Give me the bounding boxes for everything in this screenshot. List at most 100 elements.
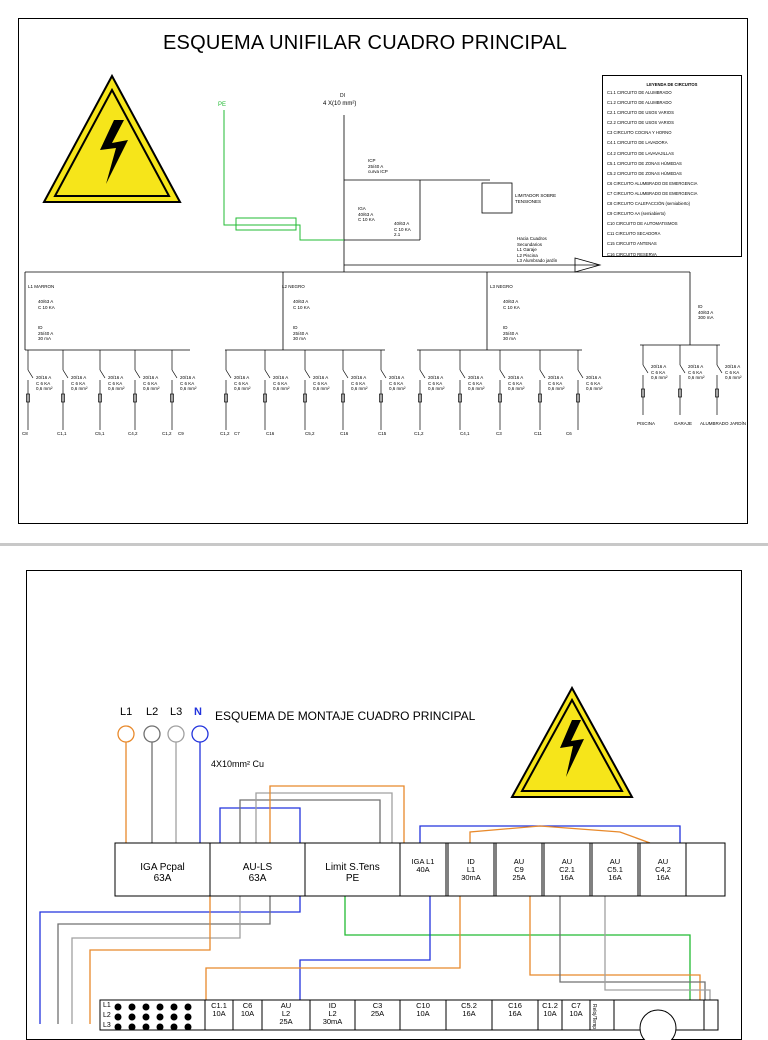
page-separator xyxy=(0,543,768,546)
circuit-label: C4,2 xyxy=(128,431,138,436)
load-symbol xyxy=(379,393,383,403)
load-symbol xyxy=(133,393,137,403)
breaker-contact xyxy=(134,369,141,379)
cable-section: 4 X(10 mm²) xyxy=(323,101,357,107)
breaker-contact xyxy=(499,369,506,379)
load-symbol xyxy=(263,393,267,403)
busbar-screw xyxy=(156,1003,164,1011)
circuit-label: C11 xyxy=(534,431,542,436)
circuit-legend: LEYENDA DE CIRCUITOS C1.1 CIRCUITO DE AL… xyxy=(602,75,742,257)
legend-item: C2.1 CIRCUITO DE USOS VARIOS xyxy=(607,110,674,116)
assembly-title: ESQUEMA DE MONTAJE CUADRO PRINCIPAL xyxy=(215,709,476,723)
load-symbol xyxy=(303,393,307,403)
legend-item: C1.1 CIRCUITO DE ALUMBRADO xyxy=(607,90,672,95)
legend-item: C8 CIRCUITO CALEFACCIÓN (semiabierto) xyxy=(607,201,690,207)
busbar-screw xyxy=(128,1013,136,1021)
breaker-contact xyxy=(264,369,271,379)
phase-label-l3: L3 xyxy=(170,706,183,718)
legend-item: C10 CIRCUITO DE AUTOMATISMOS xyxy=(607,221,678,227)
high-voltage-warning-icon xyxy=(42,73,182,203)
busbar-screw xyxy=(156,1023,164,1031)
circuit-label: C5,1 xyxy=(95,431,105,436)
breaker-contact xyxy=(304,369,311,379)
din-module xyxy=(399,842,447,897)
circuit-label: C1,2 xyxy=(220,431,230,436)
busbar-screw xyxy=(114,1023,122,1031)
legend-title: LEYENDA DE CIRCUITOS xyxy=(646,82,698,87)
socket-icon xyxy=(639,1009,677,1040)
din-module xyxy=(543,842,591,897)
busbar-screw xyxy=(114,1013,122,1021)
busbar-label: L1 xyxy=(103,1002,111,1009)
high-voltage-warning-icon xyxy=(510,685,634,798)
wire xyxy=(269,785,405,843)
din-module xyxy=(639,842,687,897)
busbar-screw xyxy=(184,1013,192,1021)
legend-item: C2.2 CIRCUITO DE USOS VARIOS xyxy=(607,120,674,126)
breaker-contact xyxy=(577,369,584,379)
breaker-contact xyxy=(62,369,69,379)
busbar-screw xyxy=(142,1023,150,1031)
circuit-label: GARAJE xyxy=(674,421,693,426)
busbar-screw xyxy=(184,1023,192,1031)
breaker-contact xyxy=(539,369,546,379)
legend-item: C4.1 CIRCUITO DE LAVADORA xyxy=(607,140,668,146)
phase-label-n: N xyxy=(194,706,202,718)
wire xyxy=(239,799,381,843)
sub-board-l2: L2 NEGRO xyxy=(282,284,305,289)
legend-item: C5.2 CIRCUITO DE ZONAS HÚMEDAS xyxy=(607,170,682,176)
circuit-label: PISCINA xyxy=(637,421,656,426)
busbar-screw xyxy=(170,1023,178,1031)
busbar-label: L3 xyxy=(103,1022,111,1029)
circuit-label: C1,1 xyxy=(57,431,67,436)
breaker-contact xyxy=(419,369,426,379)
timer-label: Reloj/Temp. xyxy=(591,1004,597,1031)
wire xyxy=(299,896,431,1024)
load-symbol xyxy=(26,393,30,403)
circuit-label: C9 xyxy=(178,431,184,436)
breaker-contact xyxy=(716,364,723,374)
busbar-screw xyxy=(170,1003,178,1011)
circuit-label: C8 xyxy=(22,431,28,436)
legend-item: C5.1 CIRCUITO DE ZONAS HÚMEDAS xyxy=(607,160,682,166)
load-symbol xyxy=(224,393,228,403)
wire xyxy=(255,792,393,843)
legend-item: C3 CIRCUITO COCINA Y HORNO xyxy=(607,130,672,136)
load-symbol xyxy=(678,388,682,398)
busbar-screw xyxy=(142,1013,150,1021)
phase-terminal xyxy=(167,725,185,743)
circuit-label: C16 xyxy=(266,431,275,436)
breaker-contact xyxy=(459,369,466,379)
legend-item: C15 CIRCUITO ANTENAS xyxy=(607,241,657,247)
circuit-label: ALUMBRADO JARDÍN xyxy=(700,421,747,426)
load-symbol xyxy=(498,393,502,403)
load-symbol xyxy=(98,393,102,403)
legend-item: C11 CIRCUITO SECADORA xyxy=(607,231,661,237)
cable-spec: 4X10mm² Cu xyxy=(211,759,265,769)
single-line-title: ESQUEMA UNIFILAR CUADRO PRINCIPAL xyxy=(163,32,568,54)
phase-terminal xyxy=(191,725,209,743)
circuit-label: C16 xyxy=(340,431,349,436)
load-symbol xyxy=(538,393,542,403)
single-line-diagram-sheet xyxy=(18,18,748,524)
breaker-contact xyxy=(642,364,649,374)
